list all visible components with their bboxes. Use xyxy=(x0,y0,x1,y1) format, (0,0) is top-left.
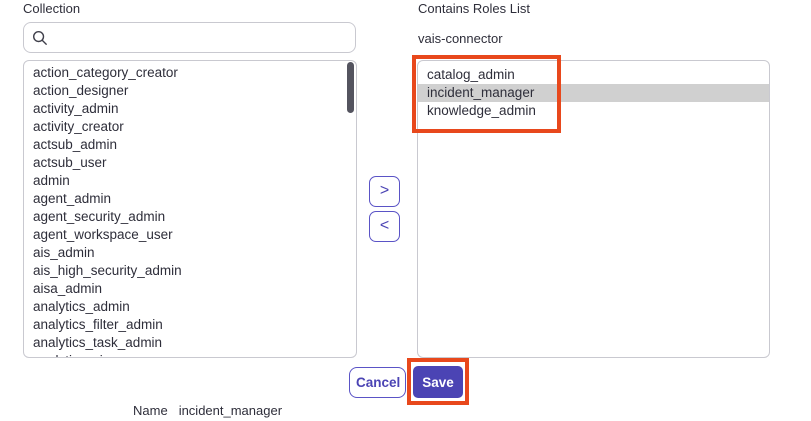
list-item[interactable]: analytics_viewer xyxy=(24,352,356,357)
list-item[interactable]: activity_creator xyxy=(33,119,124,134)
contains-roles-list-label: Contains Roles List xyxy=(418,1,530,16)
scrollbar-thumb[interactable] xyxy=(347,62,354,113)
list-item[interactable]: agent_workspace_user xyxy=(33,227,173,242)
chevron-left-icon: < xyxy=(379,216,390,234)
search-box[interactable] xyxy=(23,22,356,53)
list-item[interactable]: action_category_creator xyxy=(33,65,178,80)
list-item[interactable]: ais_high_security_admin xyxy=(33,263,182,278)
list-item[interactable]: analytics_task_admin xyxy=(33,335,163,350)
list-item[interactable]: analytics_filter_admin xyxy=(33,317,163,332)
move-right-button[interactable]: > xyxy=(369,176,400,207)
group-name-text: vais-connector xyxy=(418,31,503,46)
list-item[interactable]: aisa_admin xyxy=(33,281,103,296)
save-button[interactable]: Save xyxy=(413,366,463,398)
list-item[interactable]: action_designer xyxy=(33,83,129,98)
collection-label: Collection xyxy=(23,1,81,16)
list-item[interactable]: ais_admin xyxy=(33,245,95,260)
list-item[interactable]: knowledge_admin xyxy=(427,103,536,118)
list-item[interactable]: agent_security_admin xyxy=(33,209,166,224)
list-item[interactable]: catalog_admin xyxy=(427,67,515,82)
name-value: incident_manager xyxy=(178,403,283,418)
move-left-button[interactable]: < xyxy=(369,211,400,242)
search-input[interactable] xyxy=(54,29,347,46)
name-label: Name xyxy=(133,403,168,418)
list-item[interactable]: agent_admin xyxy=(33,191,112,206)
name-row: Name incident_manager xyxy=(133,403,282,419)
list-item[interactable]: activity_admin xyxy=(33,101,119,116)
list-item[interactable]: incident_manager xyxy=(418,84,769,102)
cancel-button[interactable]: Cancel xyxy=(349,367,406,398)
list-item[interactable]: actsub_user xyxy=(33,155,107,170)
list-item[interactable]: admin xyxy=(33,173,70,188)
list-item[interactable]: analytics_admin xyxy=(33,299,130,314)
search-icon xyxy=(32,30,48,46)
chevron-right-icon: > xyxy=(379,181,390,199)
list-item[interactable]: actsub_admin xyxy=(33,137,118,152)
